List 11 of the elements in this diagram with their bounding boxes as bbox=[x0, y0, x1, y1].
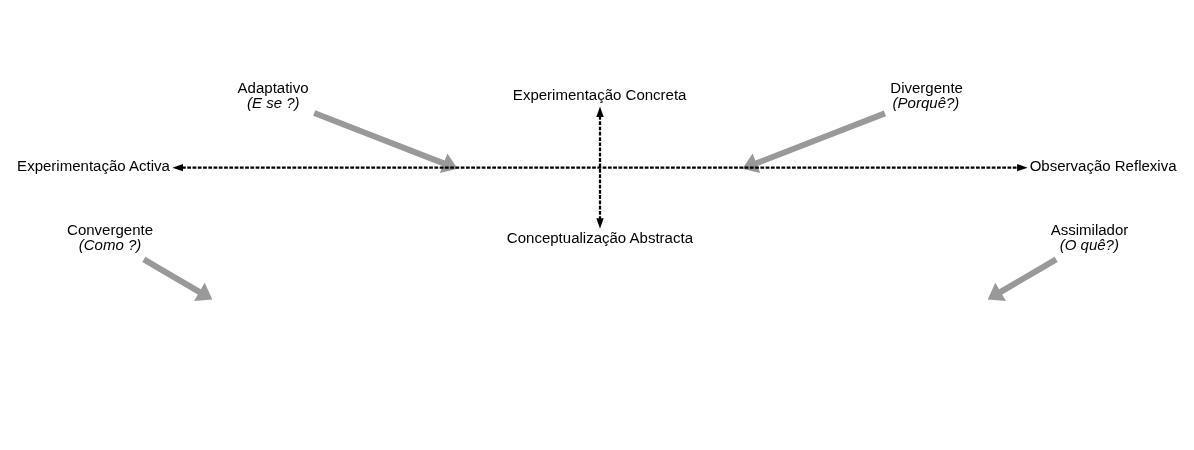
arrow bbox=[596, 106, 604, 229]
node-text: Observação Reflexiva bbox=[1029, 157, 1177, 175]
arrow bbox=[742, 110, 886, 174]
node-text: Experimentação Concreta bbox=[512, 86, 687, 104]
node-text: Assimilador (O quê?) bbox=[1050, 221, 1129, 254]
node-text: Convergente (Como ?) bbox=[67, 221, 154, 254]
node-text: Experimentação Activa bbox=[17, 157, 170, 175]
node-text: Adaptativo (E se ?) bbox=[237, 78, 309, 111]
arrow bbox=[313, 110, 458, 174]
node-text: Divergente (Porquê?) bbox=[890, 78, 963, 111]
node-text: Conceptualização Abstracta bbox=[506, 228, 694, 246]
